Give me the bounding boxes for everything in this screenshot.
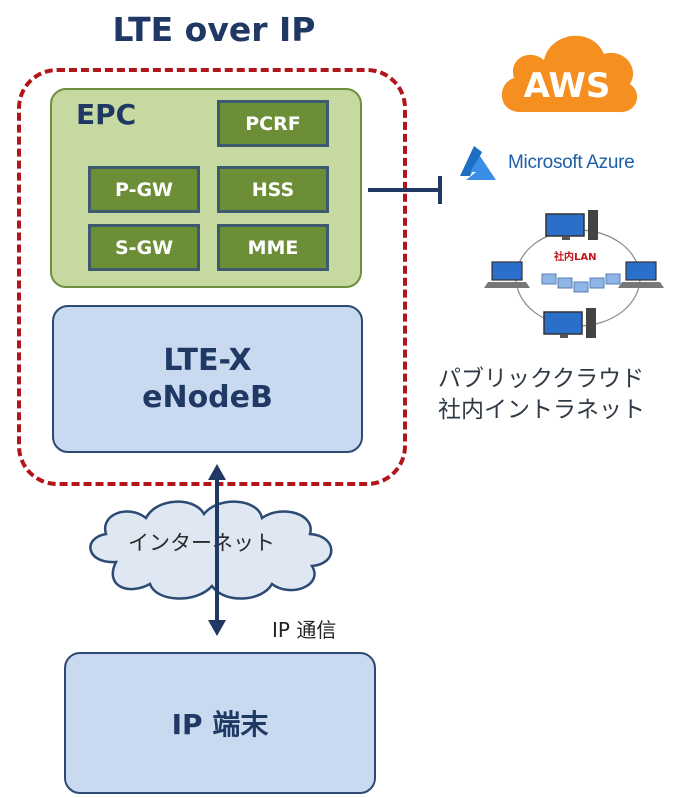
component-pcrf: PCRF (217, 100, 329, 147)
component-hss: HSS (217, 166, 329, 213)
lte-boundary (17, 68, 407, 486)
epc-cloud-connector (368, 176, 442, 204)
azure-logo-text: Microsoft Azure (508, 152, 635, 173)
cloud-caption: パブリッククラウド 社内イントラネット (438, 364, 696, 426)
diagram-title: LTE over IP (112, 10, 316, 49)
aws-cloud-icon (501, 35, 638, 113)
aws-logo: AWS (492, 20, 642, 120)
cloud-caption-line2: 社内イントラネット (438, 397, 645, 424)
lan-network-icon (484, 210, 664, 338)
enodeb-box: LTE-X eNodeB (52, 305, 363, 453)
ip-terminal-label: IP 端末 (171, 708, 269, 741)
cloud-caption-line1: パブリッククラウド (438, 366, 645, 392)
corporate-lan-diagram: 社内LAN (484, 204, 670, 348)
enodeb-line2: eNodeB (142, 380, 273, 415)
internet-cloud-icon (89, 500, 333, 600)
component-sgw: S-GW (88, 224, 200, 271)
epc-label: EPC (76, 98, 137, 131)
azure-logo: Microsoft Azure (456, 144, 696, 184)
azure-icon (460, 146, 496, 180)
enodeb-line1: LTE-X (163, 342, 252, 378)
component-pgw: P-GW (88, 166, 200, 213)
internet-label: インターネット (128, 531, 275, 555)
ip-link-arrow (208, 464, 226, 636)
ip-comm-label: IP 通信 (272, 618, 337, 642)
aws-logo-text: AWS (523, 66, 611, 106)
lan-label: 社内LAN (554, 252, 597, 263)
component-mme: MME (217, 224, 329, 271)
ip-terminal-box: IP 端末 (64, 652, 376, 794)
